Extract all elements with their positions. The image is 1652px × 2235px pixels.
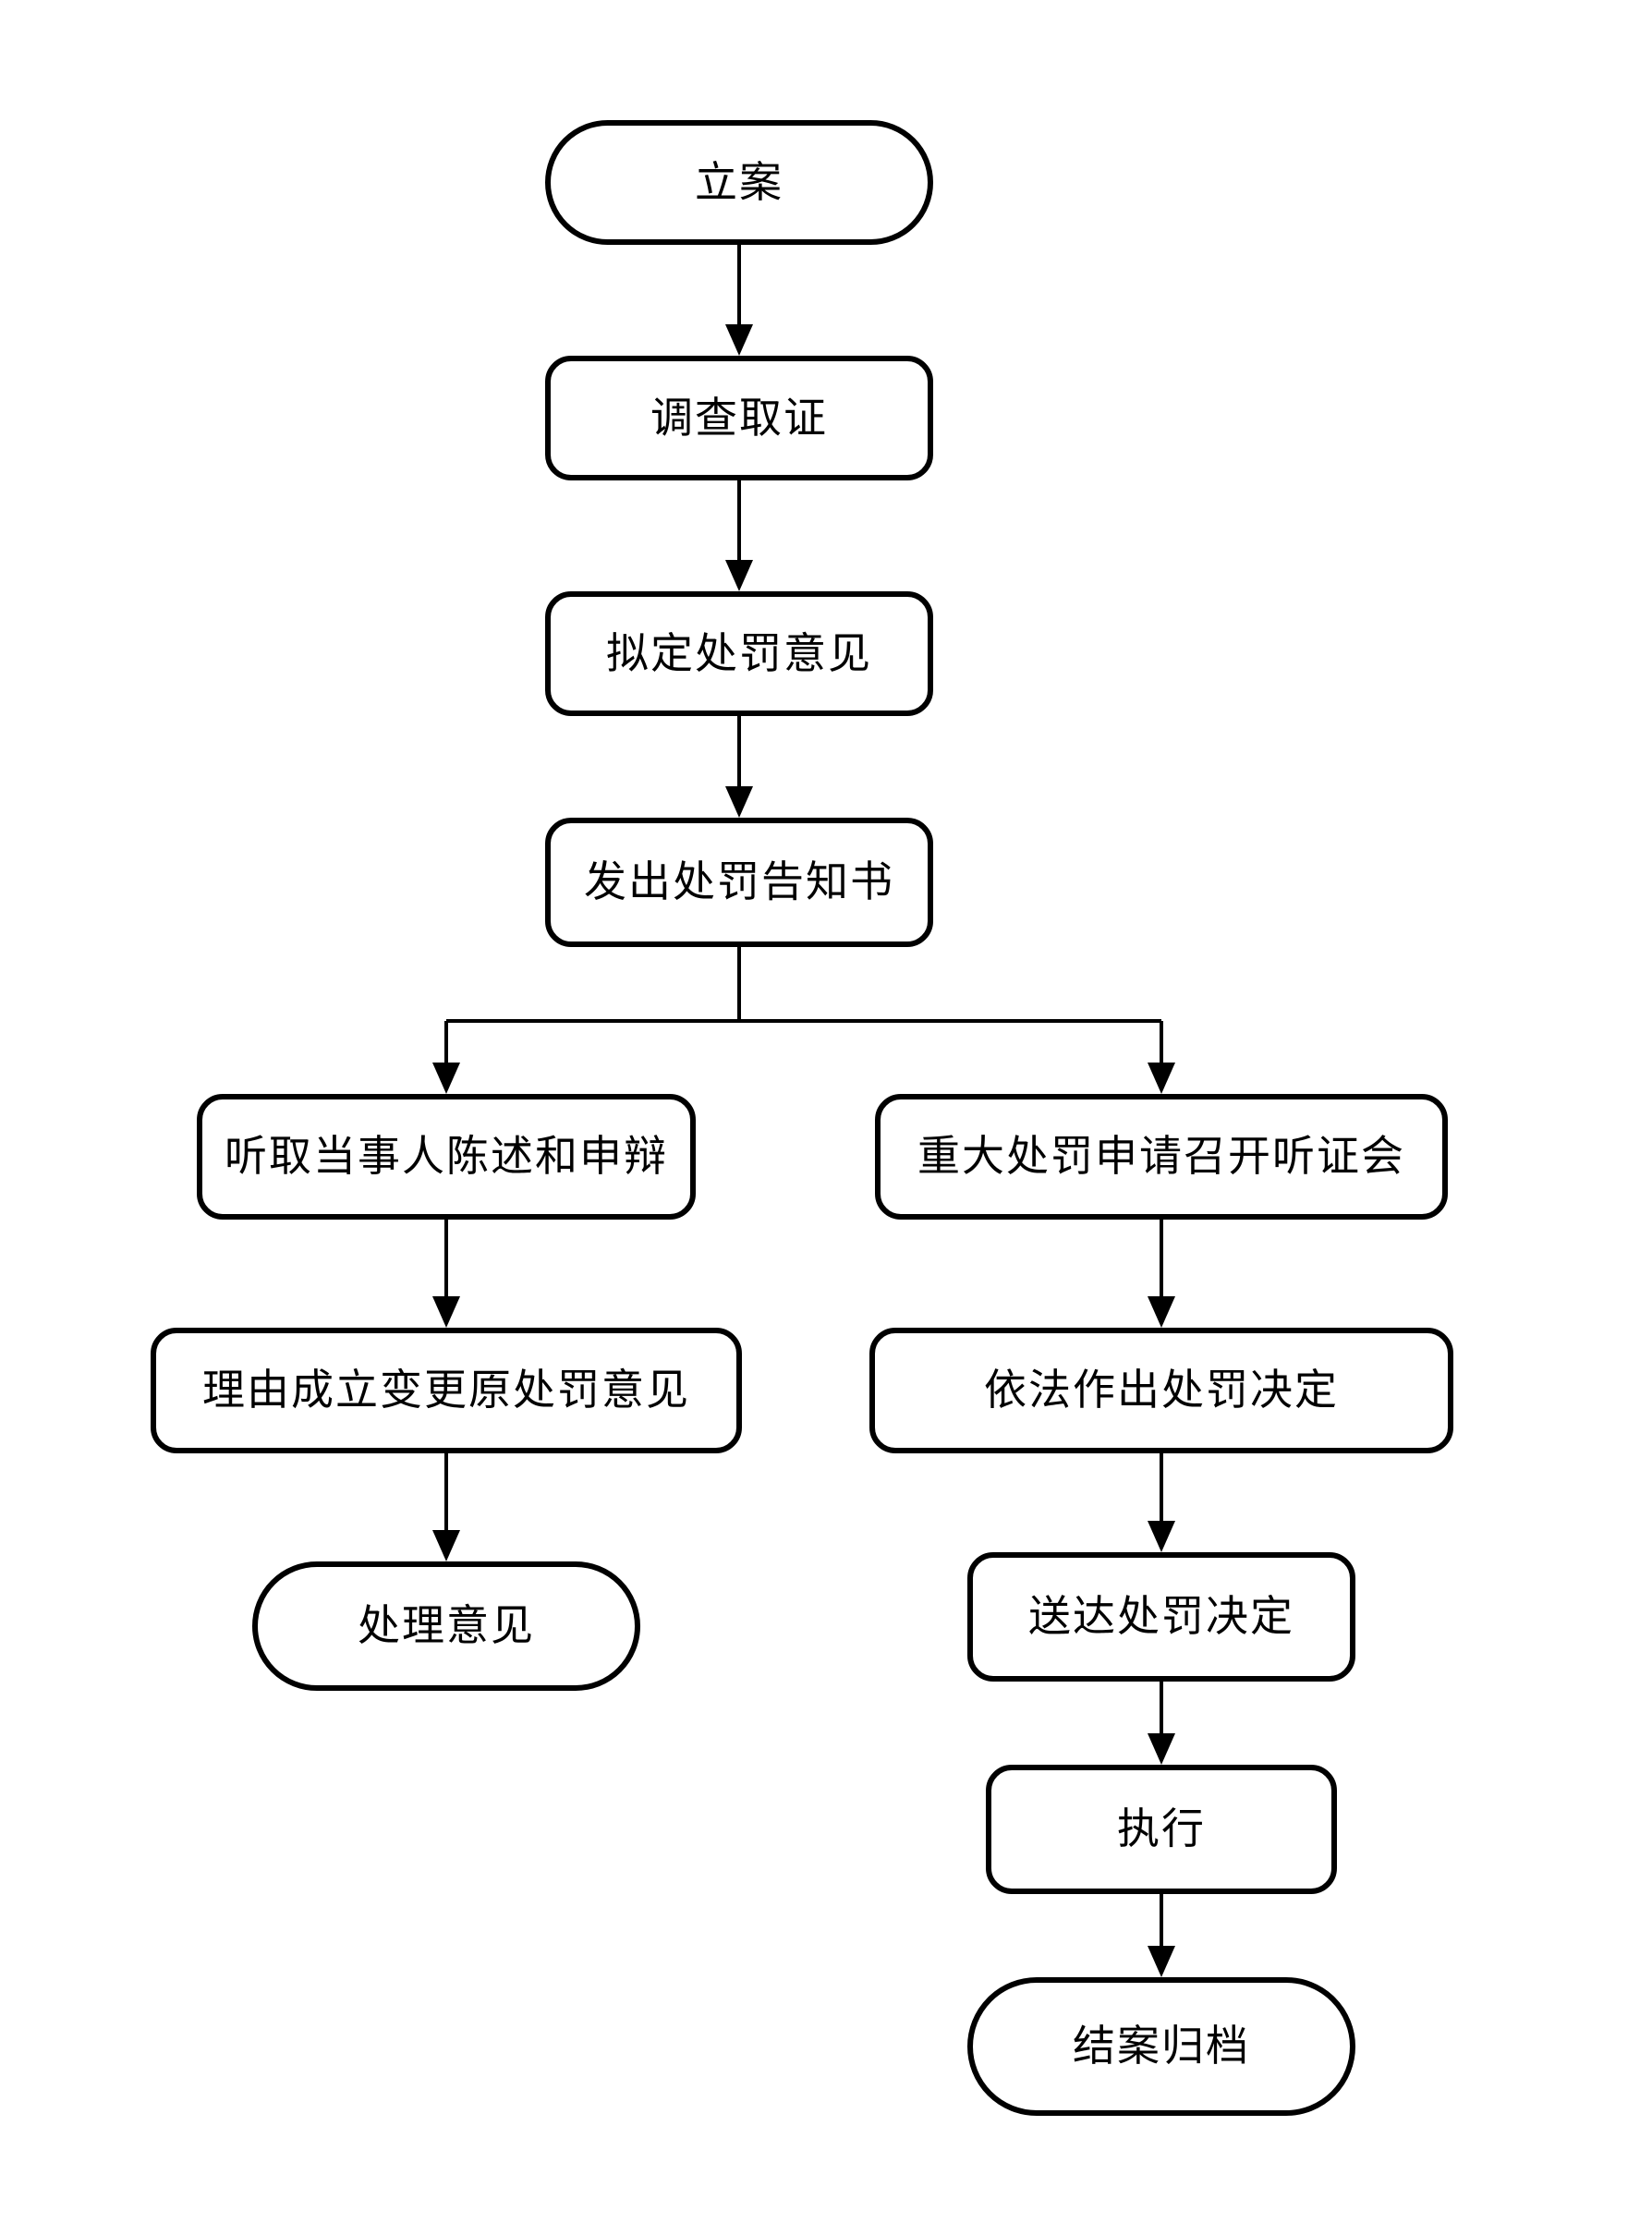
node-label: 调查取证 bbox=[650, 394, 828, 442]
node-label: 重大处罚申请召开听证会 bbox=[917, 1133, 1405, 1181]
node-close-and-archive: 结案归档 bbox=[967, 1977, 1355, 2116]
node-label: 立案 bbox=[695, 158, 783, 206]
arrowhead bbox=[432, 1530, 460, 1561]
arrowhead bbox=[1148, 1521, 1175, 1552]
node-case-filing: 立案 bbox=[545, 120, 933, 245]
arrowhead bbox=[1148, 1946, 1175, 1977]
node-draft-penalty-opinion: 拟定处罚意见 bbox=[545, 591, 933, 716]
node-label: 处理意见 bbox=[358, 1602, 535, 1650]
node-label: 拟定处罚意见 bbox=[606, 629, 872, 677]
arrowhead bbox=[1148, 1063, 1175, 1094]
arrowhead bbox=[1148, 1296, 1175, 1328]
node-hear-statement-defense: 听取当事人陈述和申辩 bbox=[197, 1094, 696, 1220]
node-label: 执行 bbox=[1117, 1805, 1206, 1853]
node-execution: 执行 bbox=[986, 1765, 1337, 1894]
node-label: 理由成立变更原处罚意见 bbox=[202, 1367, 690, 1415]
node-label: 听取当事人陈述和申辩 bbox=[225, 1133, 668, 1181]
node-label: 结案归档 bbox=[1073, 2022, 1250, 2071]
node-major-penalty-hearing: 重大处罚申请召开听证会 bbox=[875, 1094, 1448, 1220]
arrowhead bbox=[432, 1296, 460, 1328]
node-make-penalty-decision: 依法作出处罚决定 bbox=[869, 1328, 1453, 1453]
node-serve-penalty-decision: 送达处罚决定 bbox=[967, 1552, 1355, 1682]
node-label: 送达处罚决定 bbox=[1028, 1593, 1294, 1641]
split-connector bbox=[446, 947, 1161, 1023]
node-handling-opinion: 处理意见 bbox=[252, 1561, 640, 1691]
node-label: 依法作出处罚决定 bbox=[984, 1367, 1339, 1415]
node-investigation: 调查取证 bbox=[545, 356, 933, 480]
node-issue-penalty-notice: 发出处罚告知书 bbox=[545, 818, 933, 947]
arrowhead bbox=[725, 324, 753, 356]
arrowhead bbox=[725, 560, 753, 591]
node-change-original-opinion: 理由成立变更原处罚意见 bbox=[151, 1328, 742, 1453]
arrowhead bbox=[725, 786, 753, 818]
node-label: 发出处罚告知书 bbox=[584, 858, 894, 906]
arrowhead bbox=[432, 1063, 460, 1094]
arrowhead bbox=[1148, 1733, 1175, 1765]
